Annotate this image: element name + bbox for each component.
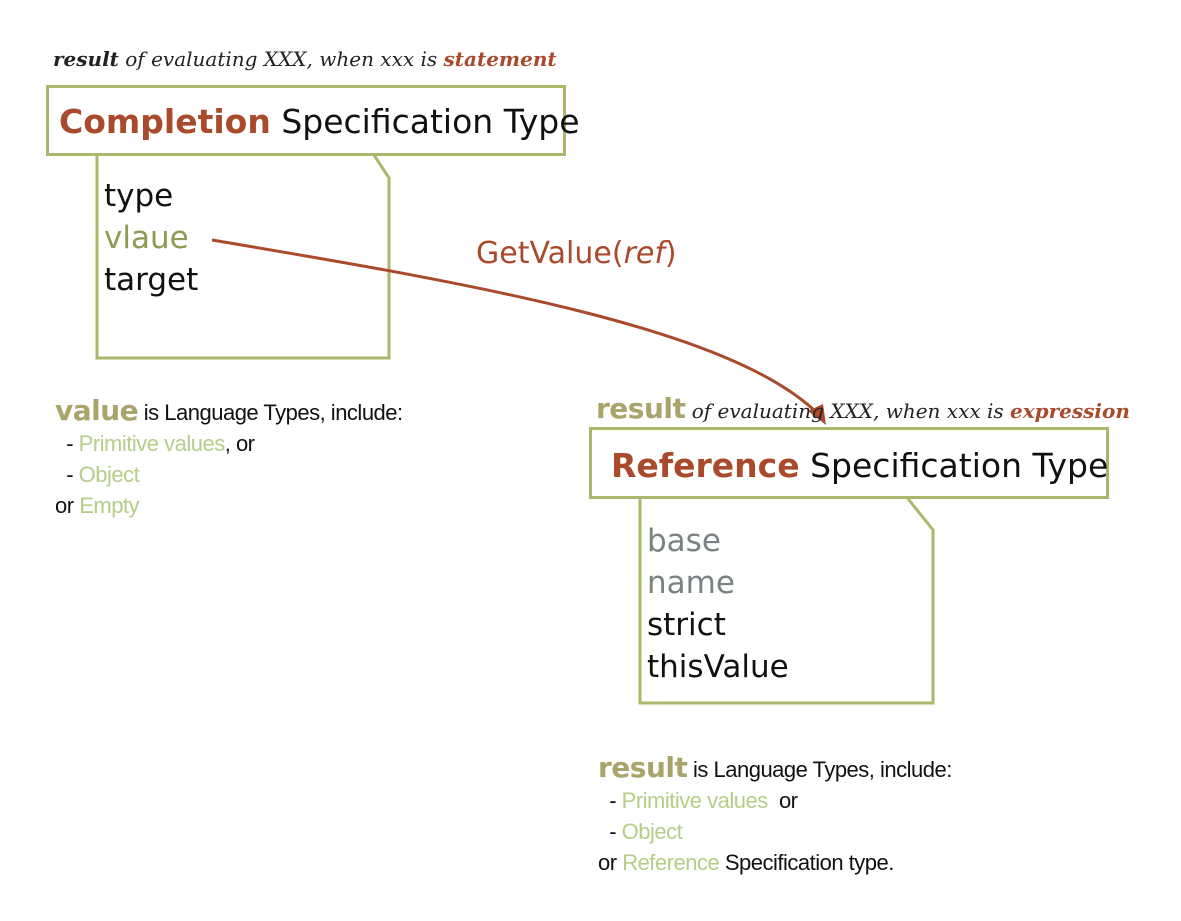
- completion-field-target: target: [104, 262, 199, 298]
- completion-title-box: Completion Specification Type: [46, 85, 580, 156]
- reference-title-keyword: Reference: [611, 446, 800, 485]
- getvalue-arrow: [211, 238, 824, 420]
- completion-title: Completion Specification Type: [59, 102, 580, 141]
- value-note-empty: Empty: [79, 493, 140, 518]
- result-note-line3: - Object: [598, 816, 952, 847]
- reference-field-strict: strict: [647, 607, 726, 643]
- result-note: result is Language Types, include: - Pri…: [598, 752, 952, 878]
- right-caption-tail: expression: [1010, 399, 1130, 423]
- right-caption: result of evaluating XXX, when xxx is ex…: [596, 392, 1130, 425]
- result-note-line4-prefix: or: [598, 850, 623, 875]
- reference-field-name: name: [647, 565, 735, 601]
- value-note-line1: value is Language Types, include:: [55, 395, 403, 428]
- reference-field-list: base name strict thisValue: [647, 520, 789, 688]
- result-note-item2-prefix: -: [598, 819, 622, 844]
- result-note-reference: Reference: [622, 850, 720, 875]
- reference-title: Reference Specification Type: [611, 446, 1108, 485]
- value-note-item1-prefix: -: [55, 431, 79, 456]
- arrow-head: [808, 404, 826, 425]
- value-note-lead: value: [55, 394, 139, 427]
- completion-field-type: type: [104, 178, 174, 214]
- value-note-object: Object: [78, 462, 140, 487]
- value-note-item1-suffix: , or: [224, 431, 255, 456]
- value-note-line2: - Primitive values, or: [55, 428, 403, 459]
- result-note-line1: result is Language Types, include:: [598, 752, 952, 785]
- reference-title-box: Reference Specification Type: [589, 427, 1109, 499]
- top-caption-tail: statement: [443, 47, 557, 71]
- top-caption-middle: of evaluating XXX, when xxx is: [118, 47, 444, 71]
- completion-title-rest: Specification Type: [270, 102, 580, 141]
- value-note-line4-prefix: or: [55, 493, 80, 518]
- value-note-primitive: Primitive values: [78, 431, 226, 456]
- getvalue-name: GetValue(: [476, 236, 624, 271]
- getvalue-arg: ref: [623, 236, 665, 271]
- value-note: value is Language Types, include: - Prim…: [55, 395, 403, 521]
- reference-field-base: base: [647, 523, 721, 559]
- result-note-lead: result: [598, 751, 688, 784]
- result-note-line4: or Reference Specification type.: [598, 847, 952, 878]
- reference-title-rest: Specification Type: [799, 446, 1109, 485]
- right-caption-middle: of evaluating XXX, when xxx is: [685, 399, 1010, 423]
- result-note-line2: - Primitive values or: [598, 785, 952, 816]
- result-note-item1-suffix: or: [767, 788, 798, 813]
- right-caption-lead: result: [596, 392, 686, 425]
- completion-field-list: type vlaue target: [104, 175, 198, 301]
- getvalue-close: ): [664, 236, 677, 271]
- value-note-line1-text: is Language Types, include:: [138, 400, 403, 425]
- getvalue-label: GetValue(ref): [476, 236, 677, 271]
- top-caption: result of evaluating XXX, when xxx is st…: [53, 47, 557, 71]
- value-note-line4: or Empty: [55, 490, 403, 521]
- result-note-line4-suffix: Specification type.: [719, 850, 895, 875]
- result-note-object: Object: [621, 819, 683, 844]
- result-note-line1-text: is Language Types, include:: [687, 757, 952, 782]
- reference-field-thisvalue: thisValue: [647, 649, 789, 685]
- completion-title-keyword: Completion: [59, 102, 271, 141]
- top-caption-lead: result: [53, 47, 119, 71]
- value-note-line3: - Object: [55, 459, 403, 490]
- value-note-item2-prefix: -: [55, 462, 79, 487]
- result-note-primitive: Primitive values: [621, 788, 769, 813]
- result-note-item1-prefix: -: [598, 788, 622, 813]
- completion-field-value: vlaue: [104, 220, 189, 256]
